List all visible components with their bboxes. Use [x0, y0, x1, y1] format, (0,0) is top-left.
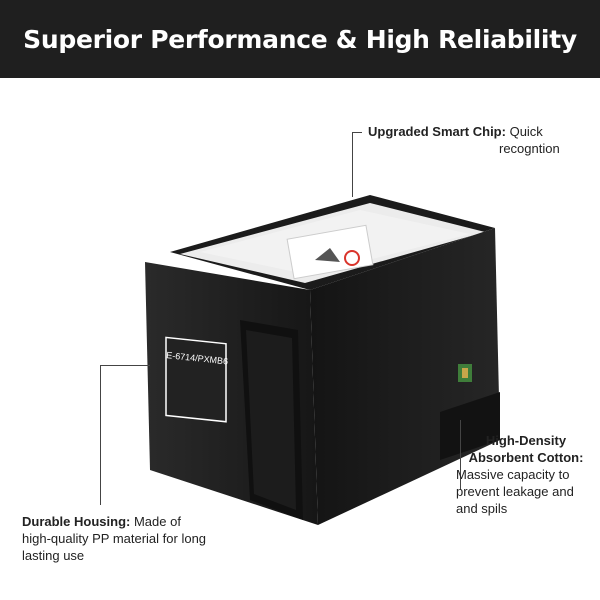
banner-title: Superior Performance & High Reliability — [23, 24, 577, 54]
chip-callout-tick — [352, 132, 362, 133]
callout-durable-housing: Durable Housing: Made of high-quality PP… — [22, 514, 207, 563]
housing-callout-tick — [100, 365, 150, 366]
callout-smart-chip: Upgraded Smart Chip: Quick recogntion — [368, 124, 560, 156]
housing-callout-line — [100, 365, 101, 505]
chip-callout-line — [352, 132, 353, 197]
cotton-callout-line — [460, 420, 461, 490]
model-label — [165, 336, 227, 423]
callout-absorbent-cotton: High-Density Absorbent Cotton: Massive c… — [456, 433, 584, 516]
maintenance-box-image: E-6714/PXMB6 — [145, 195, 500, 525]
header-banner: Superior Performance & High Reliability — [0, 0, 600, 78]
